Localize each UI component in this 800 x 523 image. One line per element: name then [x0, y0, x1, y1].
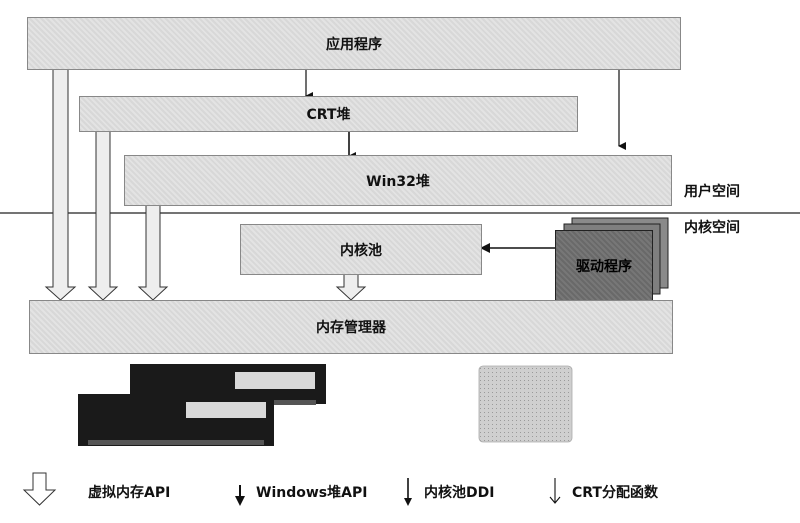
legend-crt-alloc-icon — [549, 478, 561, 504]
driver-label: 驱动程序 — [576, 259, 632, 275]
legend-kernel-pool-ddi-icon — [404, 478, 412, 506]
kernel-space-label: 内核空间 — [684, 220, 740, 236]
kernel-pool-label: 内核池 — [340, 242, 382, 259]
legend-windows-heap-icon — [235, 485, 245, 506]
virtual-memory-arrow-from-crt — [87, 129, 119, 301]
legend-crt-alloc-label: CRT分配函数 — [572, 485, 658, 501]
crt-heap-label: CRT堆 — [306, 107, 351, 123]
legend-windows-heap-label: Windows堆API — [256, 485, 368, 501]
legend-virtual-memory-icon — [22, 472, 57, 506]
driver-box: 驱动程序 — [555, 230, 653, 302]
legend-virtual-memory-label: 虚拟内存API — [88, 485, 171, 501]
kernel-pool-box: 内核池 — [240, 224, 482, 275]
application-box: 应用程序 — [27, 17, 681, 70]
kernel-pool-ddi-arrowhead — [480, 243, 490, 253]
ram-module-icon — [78, 364, 326, 446]
virtual-memory-arrow-from-win32 — [137, 203, 169, 301]
crt-heap-box: CRT堆 — [79, 96, 578, 132]
application-label: 应用程序 — [326, 36, 382, 53]
memory-manager-label: 内存管理器 — [316, 320, 386, 336]
disk-icon — [478, 365, 573, 443]
user-space-label: 用户空间 — [684, 184, 740, 200]
memory-manager-box: 内存管理器 — [29, 300, 673, 354]
win32-heap-label: Win32堆 — [366, 173, 430, 190]
legend-kernel-pool-ddi-label: 内核池DDI — [424, 485, 495, 501]
virtual-memory-arrow-from-kernel-pool — [335, 272, 367, 301]
win32-heap-box: Win32堆 — [124, 155, 672, 206]
virtual-memory-arrow-from-app — [44, 67, 77, 301]
